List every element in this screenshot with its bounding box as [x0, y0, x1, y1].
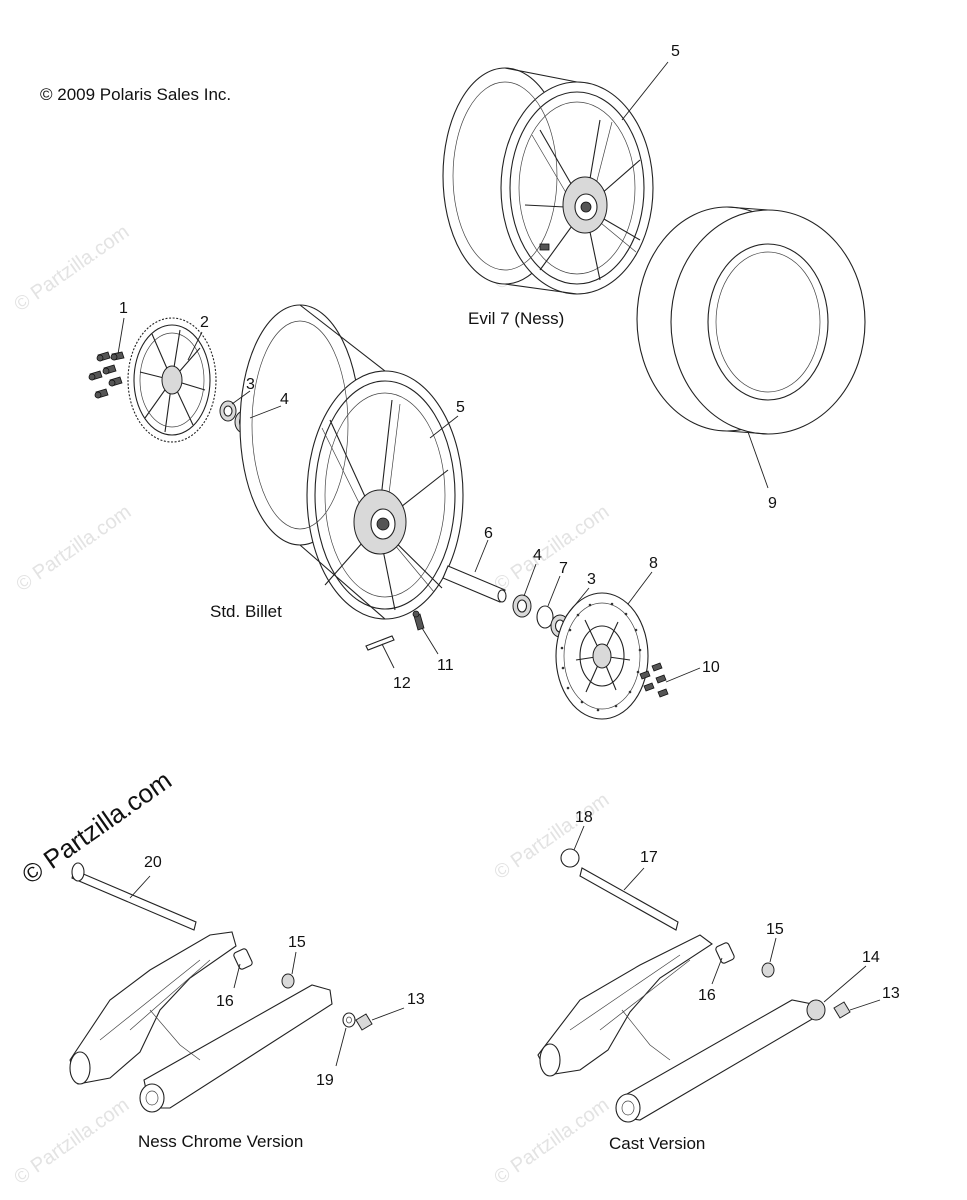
callout-13: 13: [882, 985, 900, 1002]
callout-13: 13: [407, 991, 425, 1008]
callout-2: 2: [200, 314, 209, 331]
callout-17: 17: [640, 849, 658, 866]
brake-rotor: [555, 592, 649, 720]
callout-5: 5: [671, 43, 680, 60]
tire: [636, 206, 866, 435]
std-billet-wheel: [239, 304, 464, 620]
callout-19: 19: [316, 1072, 334, 1089]
caption-std-billet: Std. Billet: [210, 602, 282, 621]
evil7-wheel: [442, 67, 654, 295]
callout-20: 20: [144, 854, 162, 871]
callout-11: 11: [437, 657, 454, 674]
callout-6: 6: [484, 525, 493, 542]
rotor-bolts: [639, 662, 669, 698]
watermark-text: © Partzilla.com: [10, 221, 133, 316]
callout-14: 14: [862, 949, 880, 966]
callout-16: 16: [698, 987, 716, 1004]
watermark-text: © Partzilla.com: [12, 501, 135, 596]
watermark-text: © Partzilla.com: [490, 1094, 613, 1189]
valve-stem: [412, 610, 425, 631]
callout-5: 5: [456, 399, 465, 416]
caption-ness-chrome: Ness Chrome Version: [138, 1132, 303, 1151]
leader-lines: [117, 61, 881, 1067]
ness-chrome-swingarm: [69, 862, 373, 1113]
copyright-text: © 2009 Polaris Sales Inc.: [40, 85, 231, 104]
callout-10: 10: [702, 659, 720, 676]
partzilla-watermark: © Partzilla.com: [16, 765, 177, 890]
callout-15: 15: [288, 934, 306, 951]
wheel-axle: [442, 565, 507, 603]
drive-sprocket: [127, 317, 217, 443]
callout-8: 8: [649, 555, 658, 572]
callout-12: 12: [393, 675, 411, 692]
callouts: 1 2 3 4 5 5 6 4 7 3 8 9 10 11 12 20 15 1…: [119, 43, 900, 1089]
callout-3: 3: [587, 571, 596, 588]
callout-16: 16: [216, 993, 234, 1010]
callout-7: 7: [559, 560, 568, 577]
callout-4: 4: [533, 547, 542, 564]
callout-3: 3: [246, 376, 255, 393]
callout-1: 1: [119, 300, 128, 317]
caption-evil7: Evil 7 (Ness): [468, 309, 564, 328]
callout-9: 9: [768, 495, 777, 512]
watermark-text: © Partzilla.com: [490, 789, 613, 884]
watermark-text: © Partzilla.com: [10, 1094, 133, 1189]
callout-4: 4: [280, 391, 289, 408]
wheel-weight: [365, 635, 395, 651]
sprocket-bolts: [88, 351, 125, 399]
caption-cast: Cast Version: [609, 1134, 705, 1153]
callout-15: 15: [766, 921, 784, 938]
callout-18: 18: [575, 809, 593, 826]
cast-swingarm: [537, 848, 851, 1123]
